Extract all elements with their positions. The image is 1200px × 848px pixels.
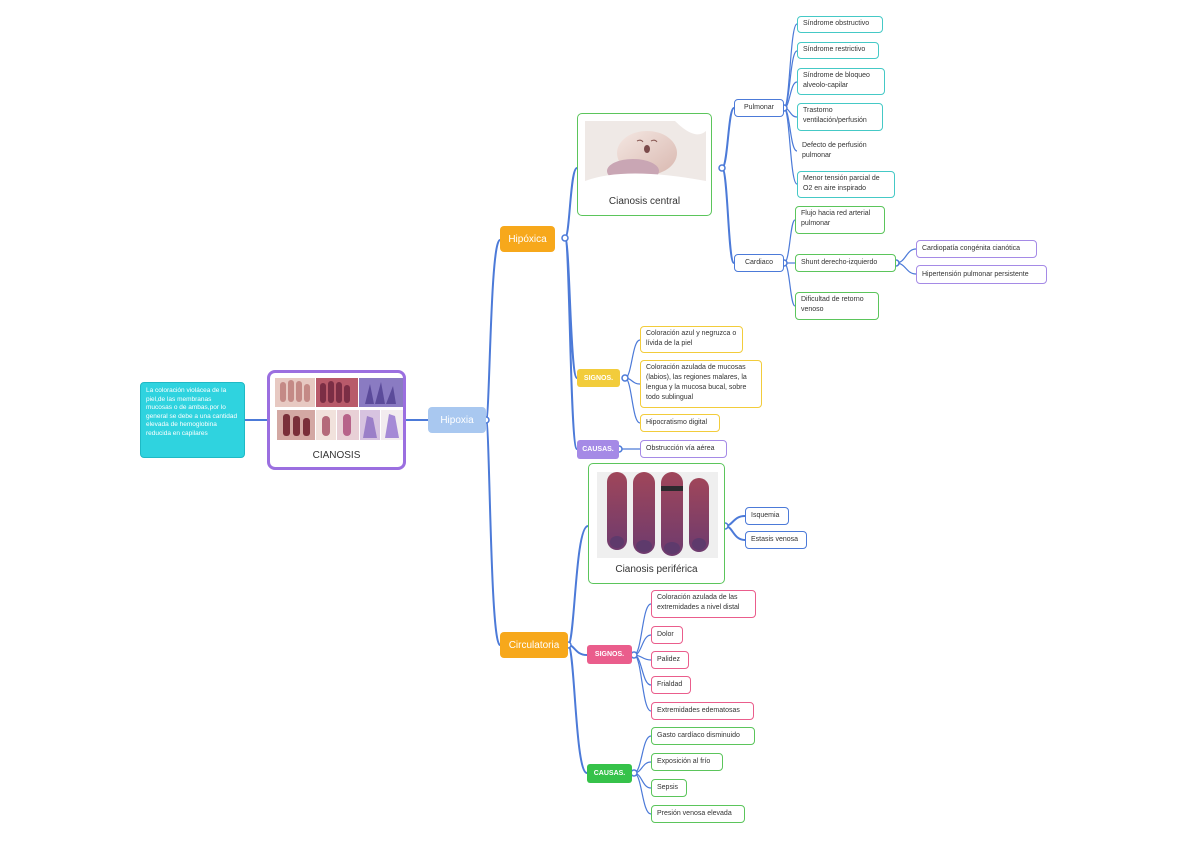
cianosis-hands-collage-image <box>275 378 403 440</box>
circulatoria-causa-sepsis[interactable]: Sepsis <box>651 779 687 797</box>
pulmonar-item-label: Defecto de perfusión pulmonar <box>802 142 867 159</box>
cardiaco-flujo-node[interactable]: Flujo hacia red arterial pulmonar <box>795 206 885 234</box>
circulatoria-causa-label: Sepsis <box>657 784 679 791</box>
circulatoria-signos-label: SIGNOS. <box>594 651 625 658</box>
hipoxia-label: Hipoxia <box>440 414 474 426</box>
circulatoria-signo-label: Coloración azulada de las extremidades a… <box>657 594 740 611</box>
circulatoria-signo-label: Extremidades edematosas <box>657 707 740 714</box>
hipoxica-causa-obstruccion[interactable]: Obstrucción vía aérea <box>640 440 727 458</box>
hipoxica-signos-label: SIGNOS. <box>583 374 614 382</box>
hipoxica-signo-label: Coloración azulada de mucosas (labios), … <box>646 364 747 401</box>
hipoxica-causa-label: Obstrucción vía aérea <box>646 445 715 452</box>
hipoxica-signo-coloracion-piel[interactable]: Coloración azul y negruzca o lívida de l… <box>640 326 743 353</box>
circulatoria-causa-presion[interactable]: Presión venosa elevada <box>651 805 745 823</box>
periferica-item-isquemia[interactable]: Isquemia <box>745 507 789 525</box>
circulatoria-causas-tag[interactable]: CAUSAS. <box>587 764 632 783</box>
cardiaco-dificultad-node[interactable]: Dificultad de retorno venoso <box>795 292 879 320</box>
pulmonar-item-label: Síndrome obstructivo <box>803 20 870 27</box>
circulatoria-node[interactable]: Circulatoria <box>500 632 568 658</box>
central-topic-title: CIANOSIS <box>312 450 361 461</box>
cyanotic-fingers-image <box>597 472 718 558</box>
hipoxia-node[interactable]: Hipoxia <box>428 407 486 433</box>
cardiaco-label: Cardiaco <box>744 259 773 266</box>
periferica-item-estasis[interactable]: Estasis venosa <box>745 531 807 549</box>
pulmonar-item-obstructivo[interactable]: Síndrome obstructivo <box>797 16 883 33</box>
cardiaco-flujo-label: Flujo hacia red arterial pulmonar <box>801 210 871 227</box>
circulatoria-causas-label: CAUSAS. <box>593 770 626 777</box>
circulatoria-signo-dolor[interactable]: Dolor <box>651 626 683 644</box>
shunt-item-hipertension[interactable]: Hipertensión pulmonar persistente <box>916 265 1047 284</box>
circulatoria-signo-palidez[interactable]: Palidez <box>651 651 689 669</box>
hipoxica-signo-label: Hipocratismo digital <box>646 419 708 426</box>
cardiaco-shunt-node[interactable]: Shunt derecho-izquierdo <box>795 254 896 272</box>
pulmonar-item-perfusion[interactable]: Defecto de perfusión pulmonar <box>797 139 883 163</box>
cianosis-periferica-node[interactable]: Cianosis periférica <box>588 463 725 584</box>
periferica-item-label: Isquemia <box>751 512 780 519</box>
periferica-item-label: Estasis venosa <box>751 536 799 543</box>
pulmonar-item-tension-o2[interactable]: Menor tensión parcial de O2 en aire insp… <box>797 171 895 198</box>
cianosis-periferica-caption: Cianosis periférica <box>615 564 698 575</box>
circulatoria-signos-tag[interactable]: SIGNOS. <box>587 645 632 664</box>
pulmonar-item-bloqueo[interactable]: Síndrome de bloqueo alveolo-capilar <box>797 68 885 95</box>
circulatoria-label: Circulatoria <box>508 639 560 651</box>
circulatoria-signo-label: Palidez <box>657 656 680 663</box>
circulatoria-causa-label: Presión venosa elevada <box>657 810 732 817</box>
cardiaco-node[interactable]: Cardiaco <box>734 254 784 272</box>
hipoxica-causas-label: CAUSAS. <box>582 446 614 453</box>
circulatoria-causa-label: Gasto cardíaco disminuido <box>657 732 740 739</box>
cardiaco-shunt-label: Shunt derecho-izquierdo <box>801 259 878 266</box>
definition-text: La coloración violácea de la piel,de las… <box>146 387 238 437</box>
central-topic-cianosis[interactable]: CIANOSIS <box>267 370 406 470</box>
circulatoria-signo-label: Frialdad <box>657 681 683 688</box>
hipoxica-signo-mucosas[interactable]: Coloración azulada de mucosas (labios), … <box>640 360 762 408</box>
cardiaco-dificultad-label: Dificultad de retorno venoso <box>801 296 864 313</box>
circulatoria-causa-gasto[interactable]: Gasto cardíaco disminuido <box>651 727 755 745</box>
circulatoria-signo-frialdad[interactable]: Frialdad <box>651 676 691 694</box>
definition-note[interactable]: La coloración violácea de la piel,de las… <box>140 382 245 458</box>
hipoxica-signos-tag[interactable]: SIGNOS. <box>577 369 620 387</box>
hipoxica-signo-label: Coloración azul y negruzca o lívida de l… <box>646 330 737 347</box>
pulmonar-label: Pulmonar <box>744 104 774 111</box>
hipoxica-label: Hipóxica <box>508 233 547 245</box>
shunt-item-label: Cardiopatía congénita cianótica <box>922 245 1021 252</box>
pulmonar-item-label: Menor tensión parcial de O2 en aire insp… <box>803 175 880 192</box>
pulmonar-item-label: Trastorno ventilación/perfusión <box>803 107 867 124</box>
pulmonar-item-ventilacion[interactable]: Trastorno ventilación/perfusión <box>797 103 883 131</box>
shunt-item-label: Hipertensión pulmonar persistente <box>922 270 1029 278</box>
shunt-item-cardiopatia[interactable]: Cardiopatía congénita cianótica <box>916 240 1037 258</box>
newborn-baby-image <box>585 121 706 188</box>
circulatoria-signo-label: Dolor <box>657 631 674 638</box>
circulatoria-causa-frio[interactable]: Exposición al frío <box>651 753 723 771</box>
circulatoria-signo-edematosas[interactable]: Extremidades edematosas <box>651 702 754 720</box>
hipoxica-causas-tag[interactable]: CAUSAS. <box>577 440 619 459</box>
circulatoria-signo-coloracion[interactable]: Coloración azulada de las extremidades a… <box>651 590 756 618</box>
circulatoria-causa-label: Exposición al frío <box>657 758 711 765</box>
pulmonar-item-label: Síndrome de bloqueo alveolo-capilar <box>803 72 870 89</box>
pulmonar-item-label: Síndrome restrictivo <box>803 46 866 53</box>
hipoxica-node[interactable]: Hipóxica <box>500 226 555 252</box>
pulmonar-item-restrictivo[interactable]: Síndrome restrictivo <box>797 42 879 59</box>
cianosis-central-node[interactable]: Cianosis central <box>577 113 712 216</box>
pulmonar-node[interactable]: Pulmonar <box>734 99 784 117</box>
cianosis-central-caption: Cianosis central <box>608 196 681 207</box>
hipoxica-signo-hipocratismo[interactable]: Hipocratismo digital <box>640 414 720 432</box>
